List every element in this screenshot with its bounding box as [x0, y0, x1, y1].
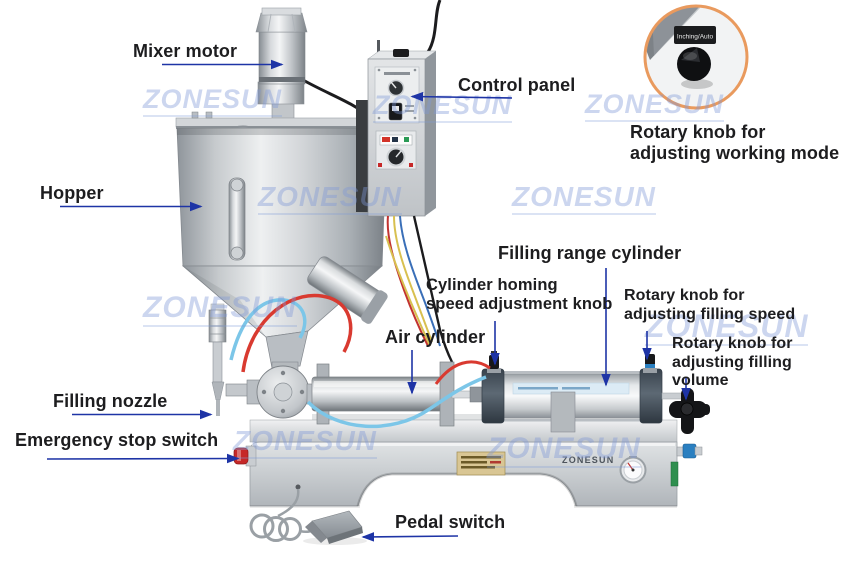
- watermark: ZONESUN: [585, 91, 725, 122]
- arrow-control-panel: [410, 91, 513, 102]
- air-inlet-fitting: [676, 443, 703, 459]
- watermark: ZONESUN: [233, 427, 377, 459]
- label-control-panel: Control panel: [458, 75, 576, 95]
- watermark: ZONESUN: [143, 86, 283, 117]
- filling-nozzle: [208, 303, 251, 416]
- label-mixer-motor: Mixer motor: [133, 41, 238, 61]
- inset-knob-label: Inching/Auto: [677, 34, 714, 41]
- watermark: ZONESUN: [645, 308, 809, 346]
- watermark: ZONESUN: [143, 293, 297, 327]
- arrow-pedal-switch: [361, 532, 459, 542]
- inset-ring: [643, 4, 749, 110]
- spec-plate: [456, 451, 506, 476]
- filling-range-cylinder: [481, 351, 683, 433]
- label-rotary-working-mode: Rotary knob for adjusting working mode: [630, 122, 840, 164]
- pedal-switch: [249, 488, 367, 545]
- watermark: ZONESUN: [373, 92, 513, 123]
- watermark: ZONESUN: [487, 434, 641, 468]
- pneumatic-tubes: [229, 235, 491, 429]
- working-mode-inset: Inching/Auto: [643, 4, 749, 110]
- label-pedal-switch: Pedal switch: [395, 512, 506, 532]
- label-air-cylinder: Air cylinder: [385, 327, 486, 347]
- label-emergency-stop: Emergency stop switch: [15, 430, 219, 450]
- base-brand-text: ZONESUN: [562, 455, 614, 465]
- label-filling-range-cylinder: Filling range cylinder: [498, 243, 682, 263]
- watermark: ZONESUN: [258, 183, 402, 215]
- arrow-emergency-stop: [46, 453, 240, 464]
- label-rotary-filling-speed: Rotary knob for adjusting filling speed: [624, 287, 796, 323]
- control-panel: [362, 0, 454, 363]
- label-rotary-filling-volume: Rotary knob for adjusting filling volume: [672, 335, 793, 390]
- label-filling-nozzle: Filling nozzle: [53, 391, 168, 411]
- watermark: ZONESUN: [512, 183, 656, 215]
- pressure-gauge: [619, 456, 647, 484]
- label-hopper: Hopper: [40, 183, 104, 203]
- mixer-motor: [255, 7, 376, 124]
- label-cylinder-homing: Cylinder homing speed adjustment knob: [426, 276, 613, 314]
